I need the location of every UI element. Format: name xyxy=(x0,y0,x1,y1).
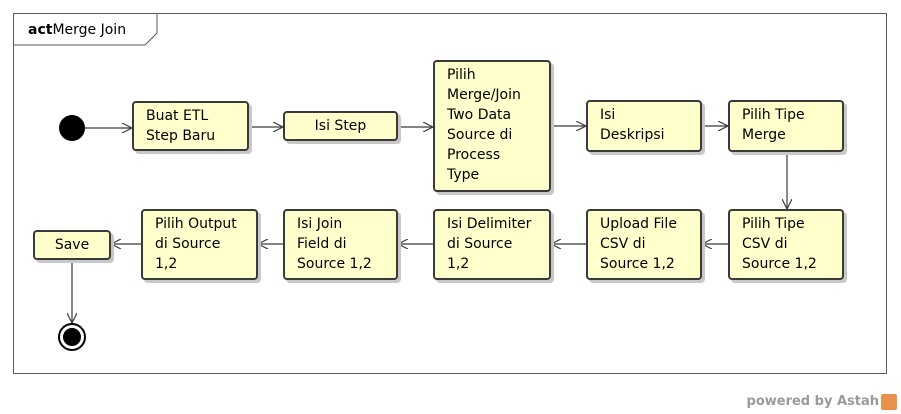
action-label: Pilih Tipe Merge xyxy=(742,107,805,143)
action-label: Pilih Merge/Join Two Data Source di Proc… xyxy=(447,67,521,183)
frame-name: Merge Join xyxy=(52,22,127,38)
action-pilih-merge[interactable]: Pilih Merge/Join Two Data Source di Proc… xyxy=(433,60,551,192)
action-label: Pilih Output di Source 1,2 xyxy=(155,216,237,272)
action-label: Pilih Tipe CSV di Source 1,2 xyxy=(742,216,817,272)
action-save[interactable]: Save xyxy=(33,230,111,260)
activity-frame xyxy=(13,13,887,374)
action-label: Isi Delimiter di Source 1,2 xyxy=(447,216,532,272)
watermark-text: powered by Astah xyxy=(746,394,879,409)
frame-tab-outline xyxy=(13,13,158,46)
initial-node xyxy=(59,115,85,141)
action-isi-join[interactable]: Isi Join Field di Source 1,2 xyxy=(283,209,398,280)
action-label: Isi Step xyxy=(314,118,367,134)
action-isi-step[interactable]: Isi Step xyxy=(283,111,398,141)
final-node-core xyxy=(63,328,81,346)
action-label: Buat ETL Step Baru xyxy=(146,108,216,144)
astah-logo-icon xyxy=(881,394,897,410)
action-buat-etl[interactable]: Buat ETL Step Baru xyxy=(132,101,249,151)
action-pilih-tipe-csv[interactable]: Pilih Tipe CSV di Source 1,2 xyxy=(728,209,844,280)
action-pilih-output[interactable]: Pilih Output di Source 1,2 xyxy=(141,209,258,280)
action-label: Isi Deskripsi xyxy=(600,107,665,143)
action-pilih-tipe-merge[interactable]: Pilih Tipe Merge xyxy=(728,100,844,152)
action-upload-file[interactable]: Upload File CSV di Source 1,2 xyxy=(586,209,702,280)
action-isi-deskripsi[interactable]: Isi Deskripsi xyxy=(586,100,702,152)
frame-keyword: act xyxy=(28,22,53,38)
action-label: Upload File CSV di Source 1,2 xyxy=(600,216,677,272)
action-isi-delimiter[interactable]: Isi Delimiter di Source 1,2 xyxy=(433,209,551,280)
action-label: Isi Join Field di Source 1,2 xyxy=(297,216,372,272)
action-label: Save xyxy=(54,237,90,253)
frame-title: actMerge Join xyxy=(28,22,126,38)
